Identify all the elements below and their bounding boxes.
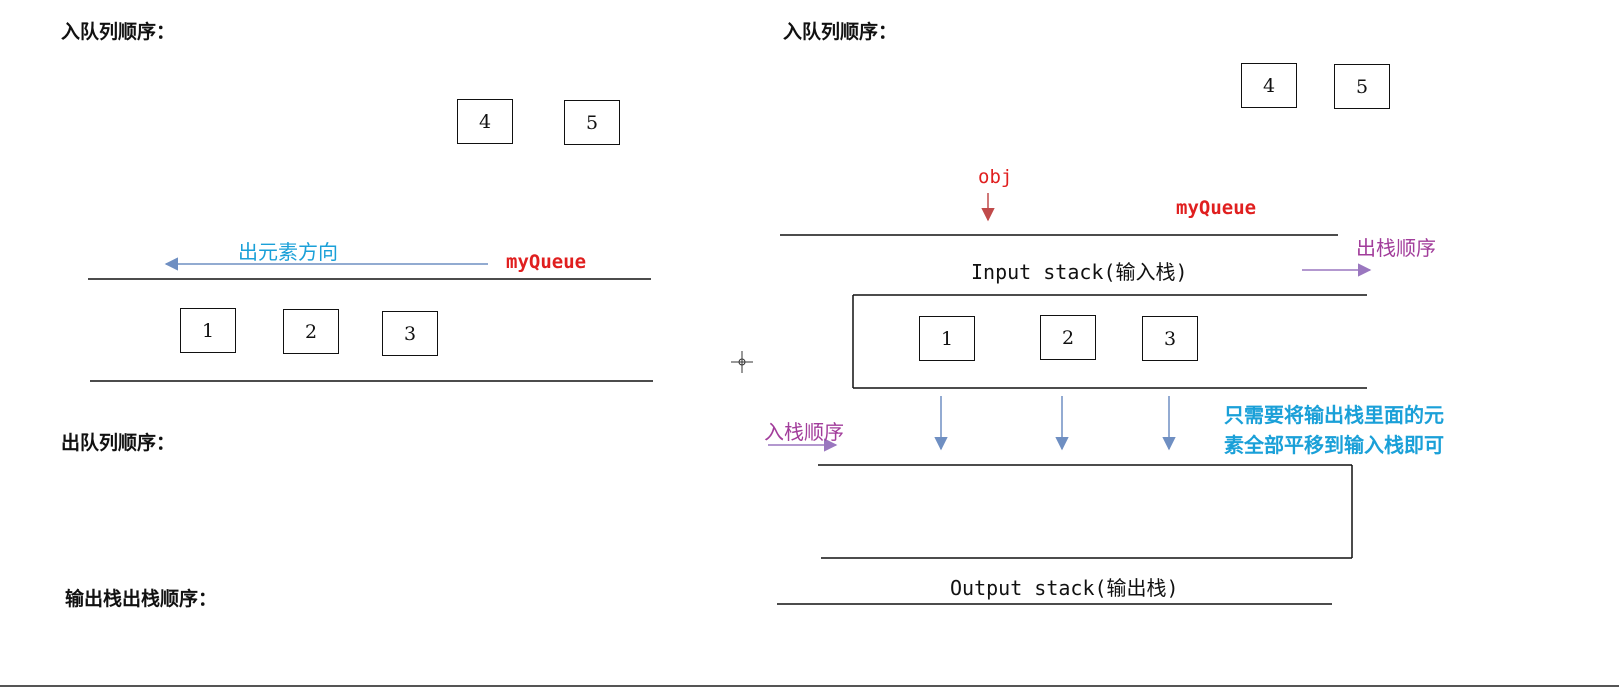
crosshair-cursor-icon — [731, 351, 753, 373]
right-stack-item-3: 3 — [1142, 316, 1198, 361]
right-queue-label: myQueue — [1176, 197, 1257, 219]
input-stack-label: Input stack(输入栈) — [971, 260, 1188, 284]
pop-order-label: 出栈顺序 — [1356, 236, 1436, 260]
right-pending-item-5: 5 — [1334, 64, 1390, 109]
push-order-label: 入栈顺序 — [764, 420, 844, 444]
transfer-note: 只需要将输出栈里面的元 素全部平移到输入栈即可 — [1224, 400, 1444, 460]
left-output-stack-pop-order-label: 输出栈出栈顺序： — [65, 588, 218, 610]
left-pending-item-4: 4 — [457, 99, 513, 144]
right-stack-item-2: 2 — [1040, 315, 1096, 360]
right-enqueue-order-label: 入队列顺序： — [783, 21, 898, 43]
left-queue-item-3: 3 — [382, 311, 438, 356]
left-queue-item-2: 2 — [283, 309, 339, 354]
right-stack-item-1: 1 — [919, 316, 975, 361]
right-pending-item-4: 4 — [1241, 63, 1297, 108]
left-enqueue-order-label: 入队列顺序： — [61, 21, 176, 43]
left-pending-item-5: 5 — [564, 100, 620, 145]
left-queue-item-1: 1 — [180, 308, 236, 353]
left-dequeue-order-label: 出队列顺序： — [61, 432, 176, 454]
obj-label: obj — [978, 166, 1013, 188]
output-stack-label: Output stack(输出栈) — [950, 576, 1179, 600]
left-queue-label: myQueue — [506, 251, 587, 273]
transfer-note-line-2: 素全部平移到输入栈即可 — [1224, 433, 1444, 457]
transfer-note-line-1: 只需要将输出栈里面的元 — [1224, 403, 1444, 427]
left-direction-label: 出元素方向 — [238, 240, 338, 264]
